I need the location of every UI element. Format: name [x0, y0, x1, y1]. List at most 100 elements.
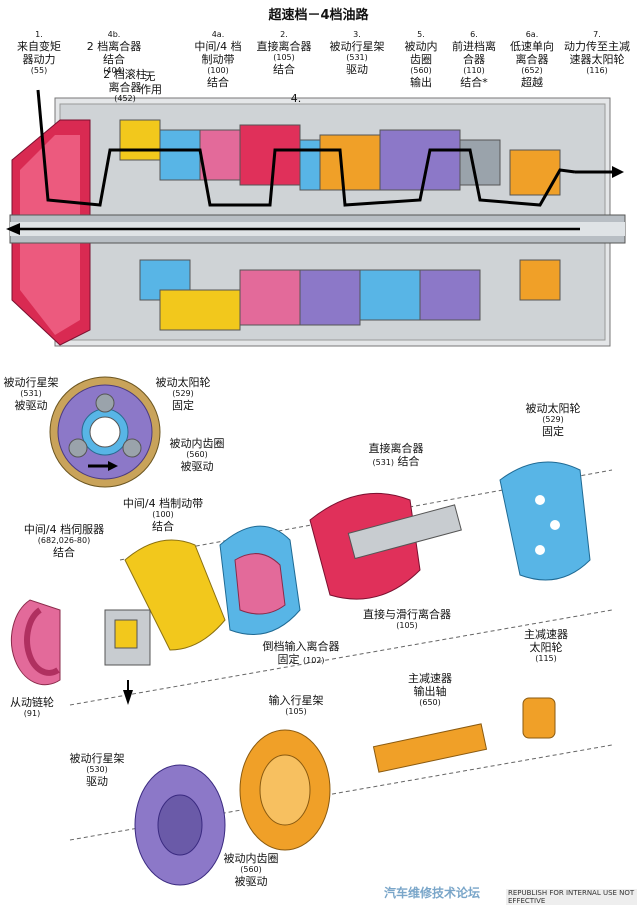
label-2nd-clutch: 4b. 2 档离合器 结合 (404): [74, 30, 154, 76]
label-num: 5.: [417, 30, 425, 39]
part-name: 被动内齿圈: [223, 852, 279, 865]
label-line2: 器动力: [22, 53, 56, 66]
label-line1: 动力传至主减: [564, 40, 630, 53]
label-servo-exploded: 中间/4 档伺服器 (682,026-80) 结合: [14, 523, 114, 559]
part-name: 被动行星架: [69, 752, 125, 765]
part-code: (531): [20, 389, 42, 398]
label-direct-coast-clutch: 直接与滑行离合器 (105): [352, 608, 462, 631]
label-code: (116): [586, 66, 608, 75]
part-code: (682,026-80): [37, 536, 91, 545]
label-num: 7.: [593, 30, 601, 39]
label-line1: 无: [144, 70, 156, 83]
forum-watermark: 汽车维修技术论坛: [384, 886, 481, 900]
part-state: 结合: [53, 546, 75, 559]
label-reaction-sun-exploded: 被动太阳轮 (529) 固定: [518, 402, 588, 438]
part-code: (91): [23, 709, 41, 718]
label-line2: 合器: [463, 53, 485, 66]
label-line2: 驱动: [346, 63, 368, 76]
part-name: 直接与滑行离合器: [363, 608, 451, 621]
label-direct-clutch-exploded: 直接离合器 (531) 结合: [356, 442, 436, 468]
planetary-gear-small: [49, 376, 161, 488]
label-code: (452): [114, 94, 136, 103]
label-extra: 结合: [207, 76, 229, 89]
label-forward-clutch: 6. 前进档离 合器 (110) 结合*: [446, 30, 502, 89]
part-name: 主减速器: [408, 672, 452, 685]
label-line2: 齿圈: [410, 53, 432, 66]
label-line1: 直接离合器: [256, 40, 312, 53]
label-num: 6.: [470, 30, 478, 39]
label-line1: 前进档离: [452, 40, 496, 53]
label-int-4th-band: 4a. 中间/4 档 制动带 (100) 结合: [186, 30, 250, 89]
part-state: 被驱动: [180, 460, 214, 473]
part-state: 结合: [397, 455, 420, 468]
label-line2: 结合: [103, 53, 125, 66]
label-reverse-input-clutch: 倒档输入离合器 固定 (102): [256, 640, 346, 666]
label-line2: 离合器: [515, 53, 549, 66]
part-code: (650): [419, 698, 441, 707]
label-line2: 结合: [273, 63, 295, 76]
label-direct-clutch: 2. 直接离合器 (105) 结合: [252, 30, 316, 76]
label-input-carrier: 输入行星架 (105): [264, 694, 328, 717]
label-num: 3.: [353, 30, 361, 39]
part-name: 输入行星架: [268, 694, 324, 707]
part-code: (105): [396, 621, 418, 630]
label-final-sun-exploded: 主减速器 太阳轮 (115): [516, 628, 576, 664]
label-line1: 低速单向: [510, 40, 554, 53]
label-extra: 输出: [410, 76, 432, 89]
label-num: 1.: [35, 30, 43, 39]
diagram-title: 超速档－4档油路: [268, 8, 369, 23]
marker-4: 4.: [290, 92, 302, 105]
part-state-code: 固定 (102): [256, 653, 346, 666]
label-extra: 超越: [521, 76, 543, 89]
part-line2: 输出轴: [413, 685, 447, 698]
part-name: 被动太阳轮: [525, 402, 581, 415]
label-code: (55): [30, 66, 48, 75]
part-code: (102): [302, 656, 325, 665]
part-state: 被驱动: [234, 875, 268, 888]
label-line2: 速器太阳轮: [569, 53, 625, 66]
part-code: (529): [172, 389, 194, 398]
part-name: 中间/4 档制动带: [122, 497, 204, 510]
label-no-effect: 无 作用: [140, 70, 162, 96]
label-final-output-shaft: 主减速器 输出轴 (650): [400, 672, 460, 708]
label-reaction-ring-small: 被动内齿圈 (560) 被驱动: [162, 437, 232, 473]
part-code-state: (531) 结合: [356, 455, 436, 468]
label-reaction-ring: 5. 被动内 齿圈 (560) 输出: [398, 30, 444, 89]
label-code: (652): [521, 66, 543, 75]
label-code: (105): [273, 53, 295, 62]
part-name: 主减速器: [524, 628, 568, 641]
label-low-roller-clutch: 6a. 低速单向 离合器 (652) 超越: [504, 30, 560, 89]
label-2nd-roller-clutch: 2 档滚柱 离合器 (452): [92, 68, 158, 104]
part-state: 被驱动: [14, 399, 48, 412]
part-name: 从动链轮: [10, 696, 54, 709]
part-code: (530): [86, 765, 108, 774]
label-line1: 来自变矩: [17, 40, 61, 53]
part-code: (560): [240, 865, 262, 874]
part-name: 被动行星架: [3, 376, 59, 389]
part-name: 被动内齿圈: [169, 437, 225, 450]
part-name: 中间/4 档伺服器: [23, 523, 105, 536]
label-line2: 作用: [140, 83, 162, 96]
part-code: (560): [186, 450, 208, 459]
label-code: (404): [103, 66, 125, 75]
part-code: (105): [285, 707, 307, 716]
part-state: 固定: [172, 399, 194, 412]
label-line2: 制动带: [201, 53, 235, 66]
label-final-sun: 7. 动力传至主减 速器太阳轮 (116): [558, 30, 636, 76]
label-converter-power: 1. 来自变矩 器动力 (55): [4, 30, 74, 76]
label-line1: 2 档离合器: [86, 40, 142, 53]
label-driven-sprocket: 从动链轮 (91): [4, 696, 60, 719]
label-num: 4a.: [211, 30, 225, 39]
label-num: 6a.: [525, 30, 539, 39]
label-num: 4b.: [107, 30, 121, 39]
stamp-text: REPUBLISH FOR INTERNAL USE NOT EFFECTIVE: [506, 889, 637, 905]
label-code: (560): [410, 66, 432, 75]
label-extra: 结合*: [460, 76, 488, 89]
part-code: (531): [372, 458, 394, 467]
part-line2: 太阳轮: [529, 641, 563, 654]
label-reaction-ring-exploded: 被动内齿圈 (560) 被驱动: [218, 852, 284, 888]
part-name: 直接离合器: [368, 442, 424, 455]
part-code: (115): [535, 654, 557, 663]
transmission-cutaway: [6, 89, 626, 347]
